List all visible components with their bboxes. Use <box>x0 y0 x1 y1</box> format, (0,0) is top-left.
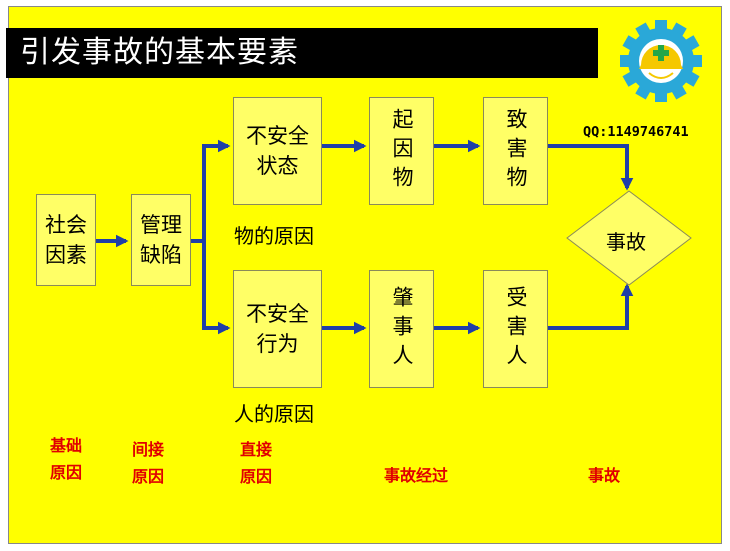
stage-accident-process: 事故经过 <box>384 466 449 485</box>
social-factor-box: 社会 因素 <box>36 194 96 286</box>
arrow-victim-accident <box>548 283 634 330</box>
victim-label: 受害人 <box>504 285 528 373</box>
unsafe-state-box: 不安全 状态 <box>233 97 322 205</box>
page-title: 引发事故的基本要素 <box>20 35 299 70</box>
harm-object-box: 致害物 <box>483 97 548 205</box>
stage-indirect-cause: 间接 原因 <box>132 440 165 486</box>
management-defect-box: 管理 缺陷 <box>131 194 191 286</box>
harm-object-label: 致害物 <box>504 107 528 195</box>
management-defect-label: 管理 缺陷 <box>140 213 182 267</box>
arrow-branch-state <box>202 139 231 241</box>
arrow-branch-act <box>202 241 231 335</box>
unsafe-state-label: 不安全 状态 <box>246 124 309 178</box>
material-cause-label: 物的原因 <box>234 224 314 248</box>
perpetrator-box: 肇事人 <box>369 270 434 388</box>
victim-box: 受害人 <box>483 270 548 388</box>
accident-label: 事故 <box>606 230 646 254</box>
social-factor-label: 社会 因素 <box>45 213 87 267</box>
human-cause-label: 人的原因 <box>234 402 314 426</box>
unsafe-act-box: 不安全 行为 <box>233 270 322 388</box>
arrow-harm-accident <box>548 144 634 191</box>
unsafe-act-label: 不安全 行为 <box>246 302 309 356</box>
accident-diamond <box>566 190 692 286</box>
title-bar: 引发事故的基本要素 <box>6 28 598 78</box>
stage-basic-cause: 基础 原因 <box>50 436 83 482</box>
qq-contact: QQ:1149746741 <box>583 124 689 140</box>
cause-object-box: 起因物 <box>369 97 434 205</box>
stage-accident: 事故 <box>588 466 621 485</box>
stage-direct-cause: 直接 原因 <box>240 440 273 486</box>
perpetrator-label: 肇事人 <box>390 285 414 373</box>
slide <box>8 6 722 544</box>
cause-object-label: 起因物 <box>390 107 414 195</box>
